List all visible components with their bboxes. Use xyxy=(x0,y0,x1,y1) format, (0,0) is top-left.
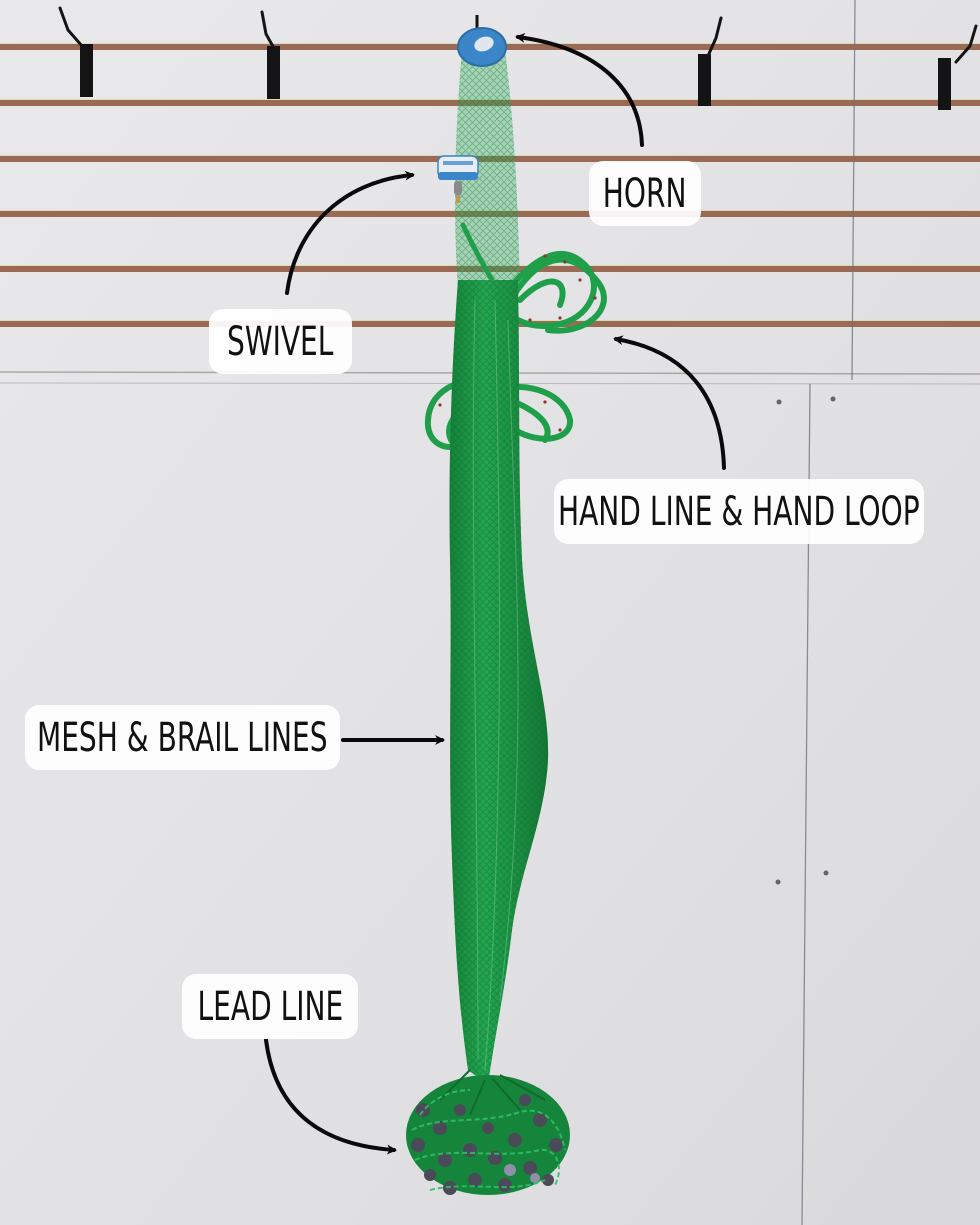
lead-line-arrow xyxy=(264,1038,397,1155)
callout-arrows xyxy=(264,32,726,1155)
label-lead-line-text: LEAD LINE xyxy=(197,983,343,1030)
net-upper-strands xyxy=(455,50,520,290)
hand-line-arrow xyxy=(613,335,726,470)
label-swivel-text: SWIVEL xyxy=(227,318,334,365)
swivel xyxy=(437,155,479,203)
label-hand-line-and-hand-loop: HAND LINE & HAND LOOP xyxy=(554,479,924,544)
label-horn: HORN xyxy=(589,161,701,226)
horn xyxy=(457,15,507,67)
label-horn-text: HORN xyxy=(603,170,687,217)
label-mesh-and-brail-lines: MESH & BRAIL LINES xyxy=(25,705,340,770)
horn-arrow xyxy=(515,32,644,147)
net-mesh-texture xyxy=(449,280,549,1085)
wall-screws xyxy=(775,396,836,885)
label-mesh-text: MESH & BRAIL LINES xyxy=(37,714,328,761)
label-hand-line-text: HAND LINE & HAND LOOP xyxy=(558,488,920,535)
label-lead-line: LEAD LINE xyxy=(182,974,358,1039)
hand-line-dots xyxy=(438,254,597,432)
lead-line-bundle xyxy=(406,1069,570,1195)
swivel-arrow xyxy=(285,170,415,295)
label-swivel: SWIVEL xyxy=(209,309,352,374)
brail-lines xyxy=(472,299,519,1071)
slatwall-hooks xyxy=(58,6,978,110)
